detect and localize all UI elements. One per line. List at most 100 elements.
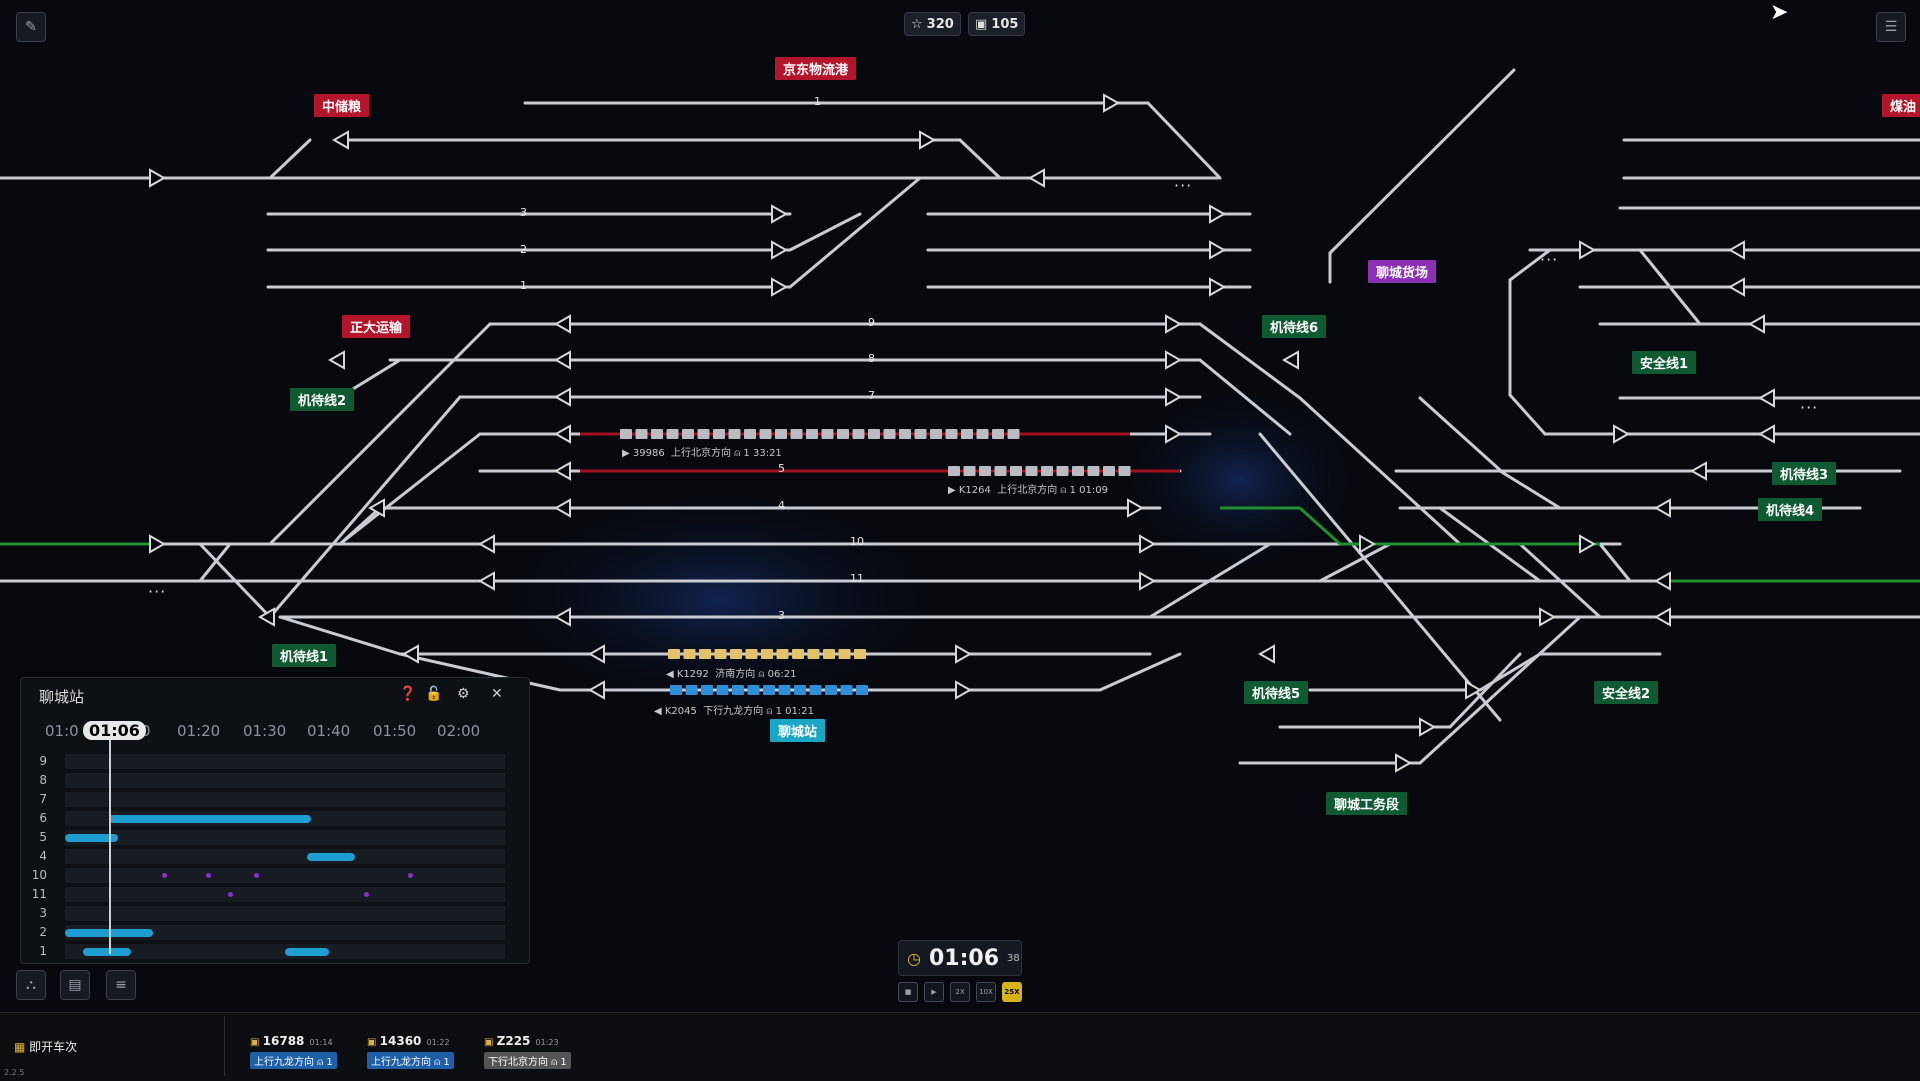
- signal-icon[interactable]: [327, 350, 345, 370]
- signal-icon[interactable]: [257, 607, 275, 627]
- list-icon[interactable]: ▤: [60, 970, 90, 1000]
- tag-jidai6[interactable]: 机待线6: [1262, 315, 1327, 338]
- train-car-39986[interactable]: [914, 429, 927, 439]
- train-car-k1292[interactable]: [854, 649, 866, 659]
- train-car-39986[interactable]: [806, 429, 818, 439]
- signal-icon[interactable]: [1689, 461, 1707, 481]
- train-car-39986[interactable]: [837, 429, 849, 439]
- signal-icon[interactable]: [553, 498, 571, 518]
- train-car-39986[interactable]: [868, 429, 880, 439]
- ellipsis-icon[interactable]: ···: [1540, 250, 1559, 269]
- train-car-39986[interactable]: [620, 429, 632, 439]
- signal-icon[interactable]: [477, 534, 495, 554]
- train-label-39986[interactable]: ▶ 39986 上行北京方向 ⍝ 1 33:21: [622, 448, 782, 459]
- train-car-k2045[interactable]: [809, 685, 822, 695]
- train-car-k1264[interactable]: [963, 466, 976, 476]
- signal-icon[interactable]: [1579, 240, 1597, 260]
- train-car-39986[interactable]: [961, 429, 973, 439]
- train-car-k1292[interactable]: [761, 649, 773, 659]
- train-car-k1292[interactable]: [745, 649, 758, 659]
- passing-marker[interactable]: [205, 873, 211, 878]
- train-car-k1292[interactable]: [792, 649, 804, 659]
- train-car-k2045[interactable]: [840, 685, 853, 695]
- train-car-39986[interactable]: [682, 429, 694, 439]
- train-car-39986[interactable]: [728, 429, 741, 439]
- tag-jidai1[interactable]: 机待线1: [272, 644, 337, 667]
- train-car-39986[interactable]: [930, 429, 942, 439]
- edit-icon[interactable]: ✎: [16, 12, 46, 42]
- signal-icon[interactable]: [587, 680, 605, 700]
- signal-icon[interactable]: [553, 387, 571, 407]
- settings-icon[interactable]: ≡: [106, 970, 136, 1000]
- occupancy-bar[interactable]: [82, 948, 131, 956]
- signal-icon[interactable]: [1209, 204, 1227, 224]
- signal-icon[interactable]: [553, 350, 571, 370]
- train-car-k1264[interactable]: [979, 466, 991, 476]
- train-car-39986[interactable]: [899, 429, 911, 439]
- signal-icon[interactable]: [1419, 717, 1437, 737]
- signal-icon[interactable]: [771, 240, 789, 260]
- signal-icon[interactable]: [1165, 424, 1183, 444]
- signal-icon[interactable]: [1209, 240, 1227, 260]
- speed-2x-button[interactable]: 2X: [950, 982, 970, 1002]
- train-car-k2045[interactable]: [778, 685, 791, 695]
- signal-icon[interactable]: [1103, 93, 1121, 113]
- signal-icon[interactable]: [477, 571, 495, 591]
- train-car-39986[interactable]: [883, 429, 896, 439]
- tag-liaocheng-yard[interactable]: 聊城货场: [1368, 260, 1437, 283]
- signal-icon[interactable]: [367, 498, 385, 518]
- train-car-k1292[interactable]: [714, 649, 727, 659]
- signal-icon[interactable]: [1281, 350, 1299, 370]
- train-car-k2045[interactable]: [825, 685, 837, 695]
- train-car-k1264[interactable]: [1087, 466, 1100, 476]
- signal-icon[interactable]: [553, 424, 571, 444]
- passing-marker[interactable]: [227, 892, 233, 897]
- train-car-k1264[interactable]: [1118, 466, 1131, 476]
- train-car-39986[interactable]: [821, 429, 834, 439]
- tag-meiyou[interactable]: 煤油: [1882, 94, 1920, 117]
- train-car-k1292[interactable]: [730, 649, 742, 659]
- train-car-k2045[interactable]: [670, 685, 682, 695]
- signal-icon[interactable]: [955, 680, 973, 700]
- train-car-39986[interactable]: [635, 429, 648, 439]
- gear-icon[interactable]: ⚙: [457, 686, 470, 702]
- signal-icon[interactable]: [1127, 498, 1145, 518]
- train-car-k1264[interactable]: [1072, 466, 1084, 476]
- current-time-marker[interactable]: 01:06: [83, 721, 146, 740]
- train-car-k1264[interactable]: [994, 466, 1007, 476]
- occupancy-bar[interactable]: [285, 948, 329, 956]
- train-car-39986[interactable]: [775, 429, 787, 439]
- signal-icon[interactable]: [1257, 644, 1275, 664]
- signal-icon[interactable]: [1579, 534, 1597, 554]
- tag-zhongchuliang[interactable]: 中储粮: [314, 94, 370, 117]
- help-icon[interactable]: ❓: [399, 686, 417, 702]
- signal-icon[interactable]: [1359, 534, 1377, 554]
- tag-liaocheng-station[interactable]: 聊城站: [770, 719, 826, 742]
- train-car-39986[interactable]: [852, 429, 865, 439]
- train-car-k2045[interactable]: [701, 685, 713, 695]
- train-car-k1292[interactable]: [683, 649, 696, 659]
- pause-button[interactable]: ■: [898, 982, 918, 1002]
- train-car-k1264[interactable]: [948, 466, 960, 476]
- train-car-39986[interactable]: [992, 429, 1004, 439]
- train-car-k1264[interactable]: [1056, 466, 1069, 476]
- tag-jidai2[interactable]: 机待线2: [290, 388, 355, 411]
- close-icon[interactable]: ✕: [491, 686, 503, 702]
- tag-gongwuduan[interactable]: 聊城工务段: [1326, 792, 1408, 815]
- tag-jd-logistics[interactable]: 京东物流港: [775, 57, 857, 80]
- train-car-k1292[interactable]: [823, 649, 835, 659]
- signal-icon[interactable]: [1165, 314, 1183, 334]
- train-label-k1264[interactable]: ▶ K1264 上行北京方向 ⍝ 1 01:09: [948, 485, 1108, 496]
- train-car-k1264[interactable]: [1025, 466, 1038, 476]
- train-car-k2045[interactable]: [685, 685, 698, 695]
- signal-icon[interactable]: [1165, 350, 1183, 370]
- signal-icon[interactable]: [149, 168, 167, 188]
- signal-icon[interactable]: [149, 534, 167, 554]
- train-car-k1292[interactable]: [776, 649, 789, 659]
- passing-marker[interactable]: [254, 873, 260, 878]
- signal-icon[interactable]: [1165, 387, 1183, 407]
- route-icon[interactable]: ⛬: [16, 970, 46, 1000]
- train-car-k1292[interactable]: [668, 649, 680, 659]
- ellipsis-icon[interactable]: ···: [1174, 176, 1193, 195]
